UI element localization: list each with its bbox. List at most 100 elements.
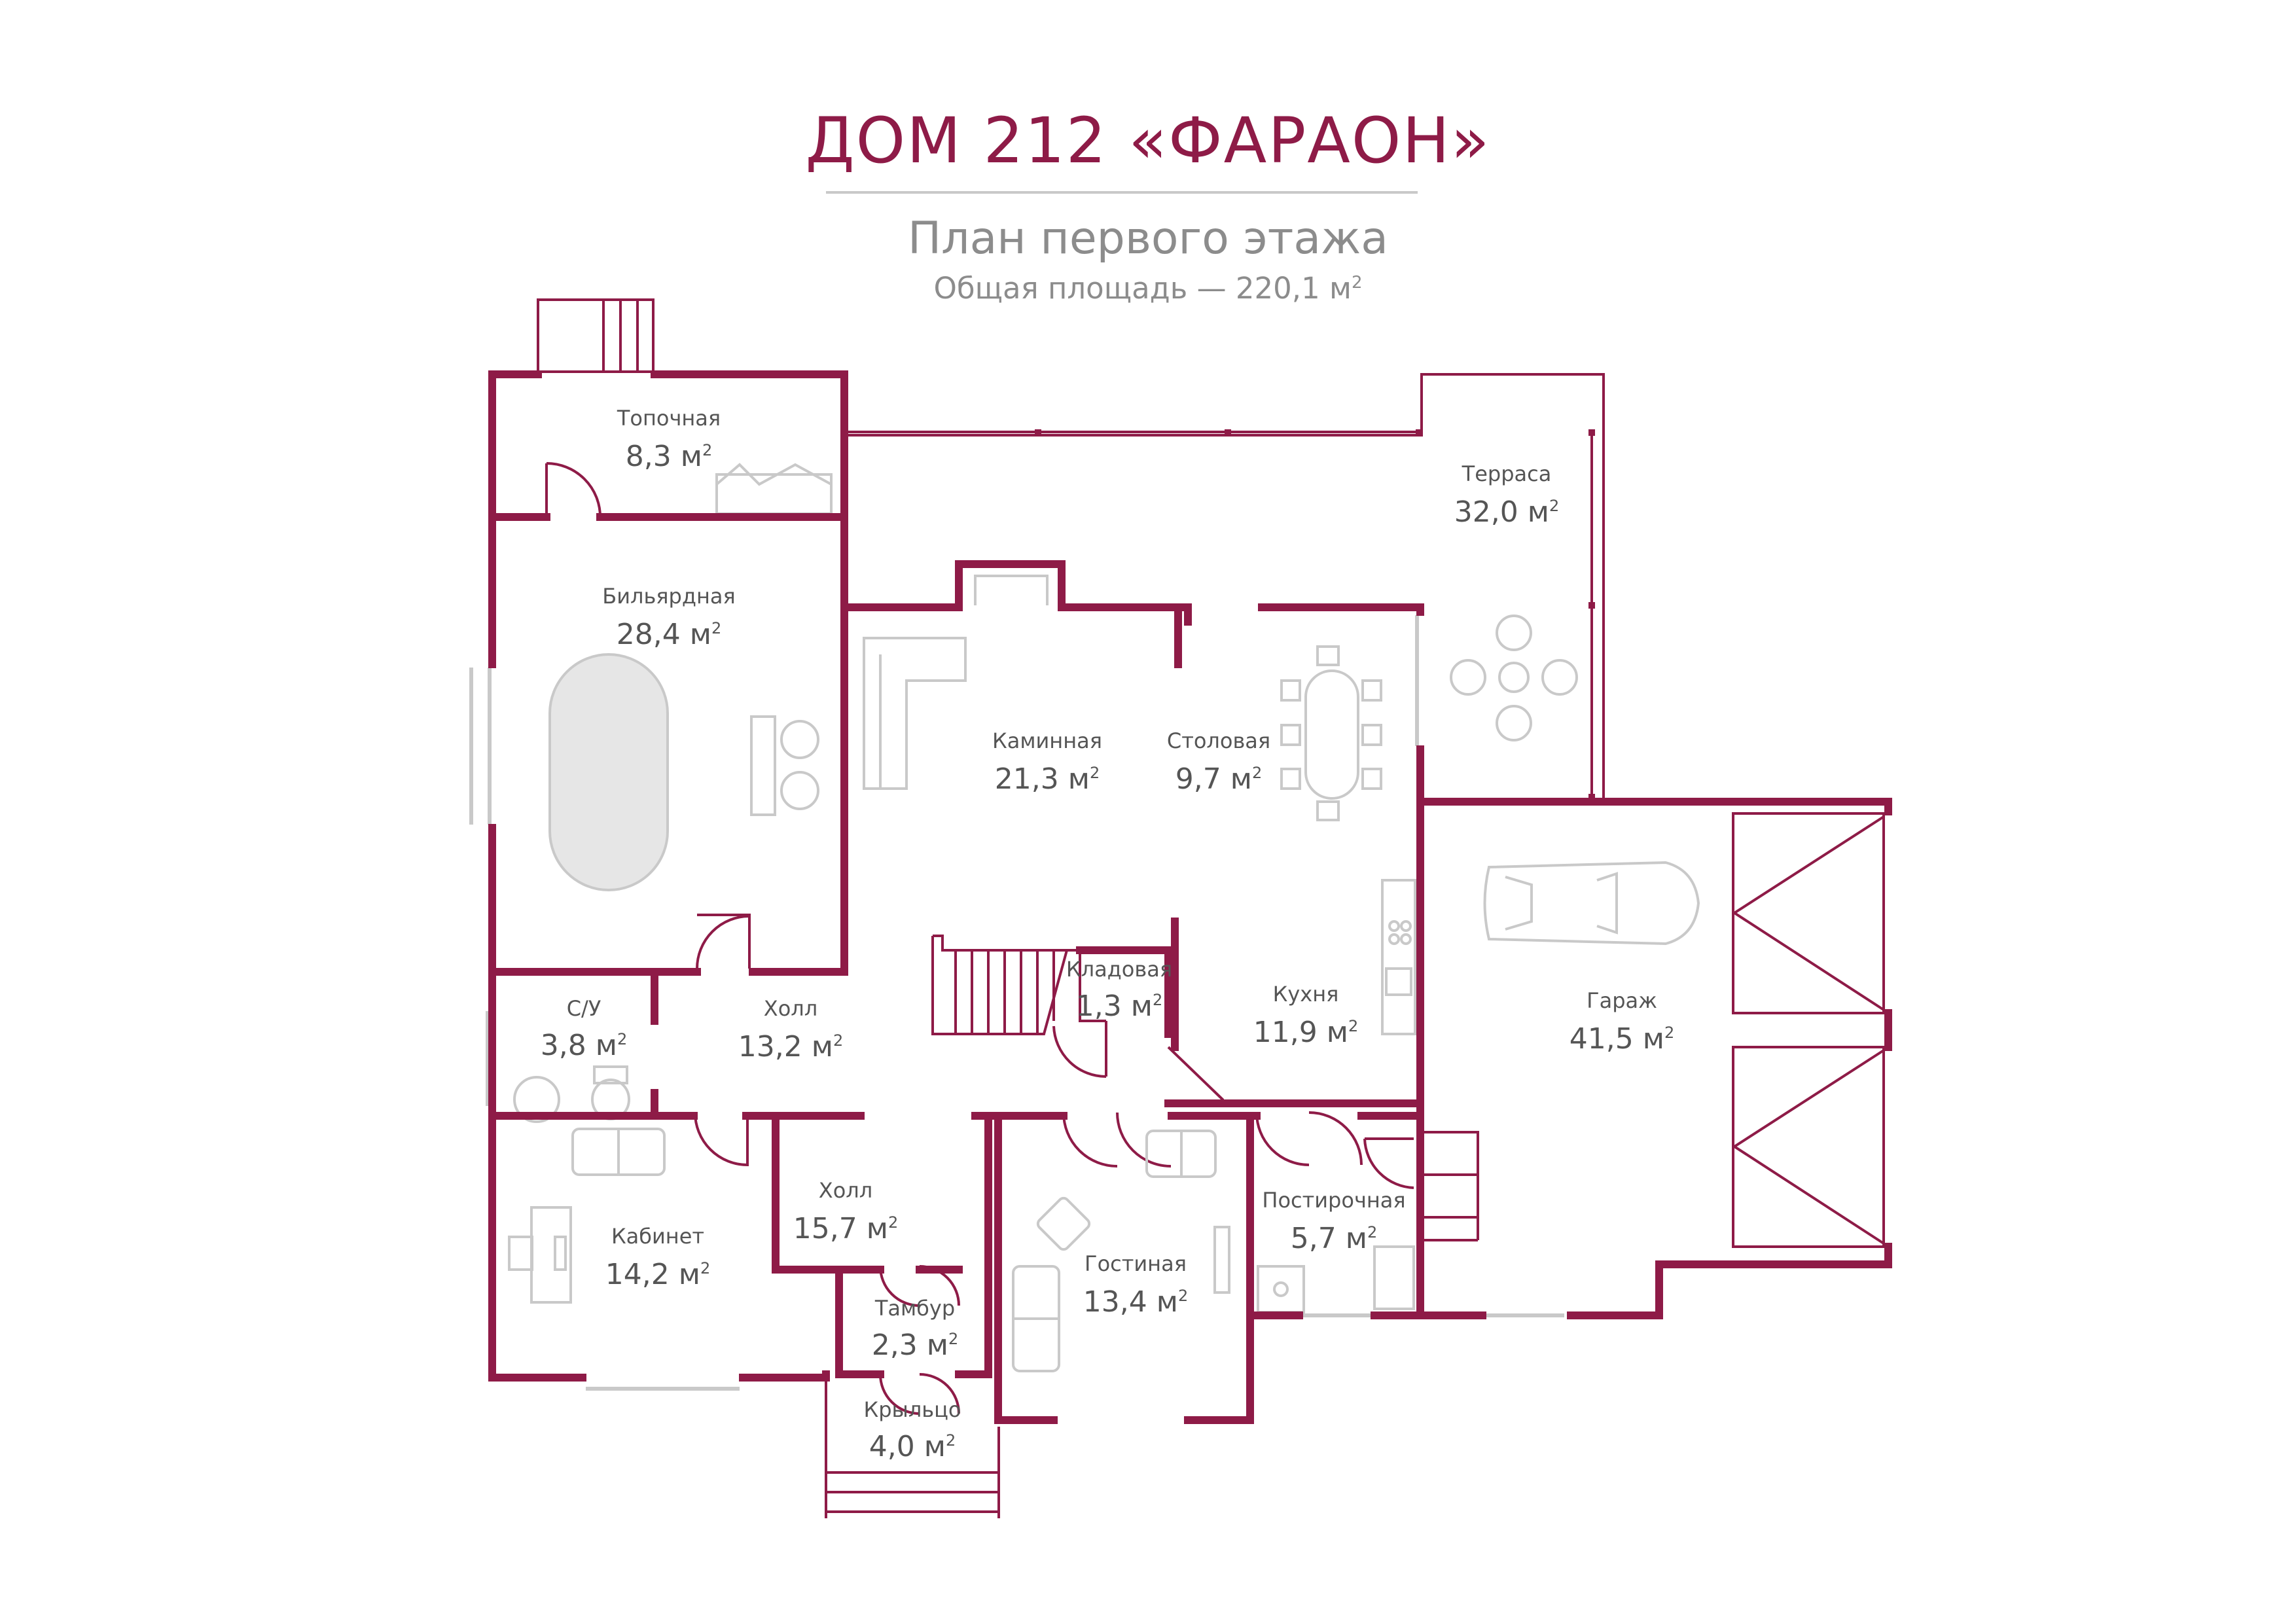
door-swing	[1062, 1112, 1172, 1168]
room-name: Терраса	[1462, 461, 1552, 486]
chair	[780, 720, 819, 759]
total-area-text: Общая площадь — 220,1 м	[933, 271, 1352, 306]
boiler-unit	[715, 473, 833, 515]
door-swing	[696, 914, 751, 969]
room-area: 28,4 м2	[617, 618, 721, 651]
room-area: 5,7 м2	[1291, 1222, 1377, 1255]
garage-wall	[1567, 1260, 1742, 1319]
terrace-post	[1035, 429, 1041, 436]
room-label-kladovaya: Кладовая 1,3 м2	[1066, 957, 1172, 1023]
wall	[994, 1112, 1058, 1424]
wall	[1076, 946, 1172, 1038]
stove-burner	[1400, 920, 1412, 932]
wall	[835, 1266, 884, 1378]
room-area: 15,7 м2	[793, 1212, 898, 1245]
door-swing	[1167, 1046, 1224, 1105]
room-name: Каминная	[992, 728, 1102, 753]
armchair	[1036, 1196, 1091, 1251]
dining-chair	[1361, 679, 1382, 702]
title-divider	[826, 191, 1418, 194]
terrace-chair	[1541, 659, 1578, 696]
exterior-wall	[651, 370, 848, 976]
terrace-posts	[842, 429, 1595, 800]
total-area-sup: 2	[1351, 273, 1363, 293]
dining-table	[1304, 669, 1359, 800]
garage-door-frame	[1732, 812, 1885, 1014]
garage-door-frame	[1732, 1046, 1885, 1248]
dining-chair	[1280, 679, 1301, 702]
room-area: 41,5 м2	[1570, 1022, 1674, 1056]
thin-lines	[537, 298, 1885, 1518]
room-label-terrasa: Терраса 32,0 м2	[1454, 461, 1559, 529]
door-swing	[879, 1373, 960, 1415]
car	[1483, 861, 1700, 946]
office-chair	[508, 1236, 533, 1271]
dining-chair	[1316, 645, 1340, 666]
room-area: 2,3 м2	[872, 1329, 958, 1362]
stove-burner	[1388, 933, 1400, 945]
dining-chair	[1361, 724, 1382, 746]
kitchen-sink	[1385, 967, 1412, 996]
laundry-unit	[1373, 1245, 1415, 1310]
door-swing	[1052, 1021, 1107, 1078]
terrace-post	[1588, 602, 1595, 609]
terrace-chair	[1496, 705, 1532, 741]
toilet	[593, 1065, 628, 1084]
boiler-unit	[715, 463, 832, 486]
terrace-chair	[1496, 615, 1532, 651]
room-area: 8,3 м2	[626, 440, 712, 473]
fireplace-wall	[840, 560, 1192, 626]
walls	[488, 370, 1892, 1424]
page-title: ДОМ 212 «ФАРАОН»	[805, 104, 1491, 177]
room-name: Кабинет	[611, 1224, 704, 1249]
room-name: Холл	[764, 996, 817, 1021]
room-label-bilyardnaya: Бильярдная 28,4 м2	[602, 584, 736, 651]
corner-sofa	[863, 637, 967, 790]
door-swing	[545, 462, 601, 518]
room-area: 9,7 м2	[1175, 762, 1262, 796]
billiard-table	[548, 653, 669, 891]
room-label-stolovaya: Столовая 9,7 м2	[1167, 728, 1270, 796]
dining-chair	[1280, 768, 1301, 790]
room-name: Холл	[819, 1178, 872, 1203]
terrace-post	[842, 429, 848, 436]
room-area: 13,4 м2	[1083, 1285, 1188, 1319]
room-name: Постирочная	[1262, 1188, 1405, 1213]
room-area: 14,2 м2	[605, 1258, 710, 1291]
sink	[513, 1076, 560, 1123]
cue-rack	[750, 715, 776, 816]
room-label-kuhnya: Кухня 11,9 м2	[1253, 982, 1358, 1049]
dining-chair	[1316, 800, 1340, 821]
garage-door-line	[1732, 815, 1885, 1011]
fireplace-hood	[974, 575, 1049, 605]
room-name: Топочная	[617, 406, 721, 431]
shower-drain	[1273, 1281, 1289, 1297]
room-name: С/У	[567, 996, 601, 1021]
total-area: Общая площадь — 220,1 м2	[0, 263, 2296, 308]
terrace-chair	[1450, 659, 1486, 696]
room-area: 13,2 м2	[738, 1030, 843, 1063]
room-label-kryltso: Крыльцо 4,0 м2	[864, 1397, 961, 1463]
room-name: Гостиная	[1085, 1251, 1187, 1276]
room-label-tambur: Тамбур 2,3 м2	[872, 1296, 958, 1362]
exterior-wall	[1258, 603, 1424, 616]
door-swing	[1255, 1111, 1363, 1166]
room-label-kaminnaya: Каминная 21,3 м2	[992, 728, 1102, 796]
wall	[955, 1112, 992, 1378]
room-name: Гараж	[1587, 988, 1657, 1013]
door-swing	[694, 1112, 749, 1167]
dining-chair	[1361, 768, 1382, 790]
room-name: Столовая	[1167, 728, 1270, 753]
furniture	[508, 463, 1700, 1372]
car-window	[1505, 872, 1618, 935]
chimney-block	[537, 298, 655, 373]
stove-burner	[1388, 920, 1400, 932]
dining-chair	[1280, 724, 1301, 746]
room-name: Крыльцо	[864, 1397, 961, 1422]
room-label-holl1: Холл 13,2 м2	[738, 996, 843, 1063]
kitchen-counter	[1381, 879, 1416, 1035]
room-area: 3,8 м2	[541, 1029, 627, 1062]
page-subtitle: План первого этажа	[908, 213, 1388, 264]
room-labels: Топочная 8,3 м2 Терраса 32,0 м2 Бильярдн…	[541, 406, 1674, 1463]
